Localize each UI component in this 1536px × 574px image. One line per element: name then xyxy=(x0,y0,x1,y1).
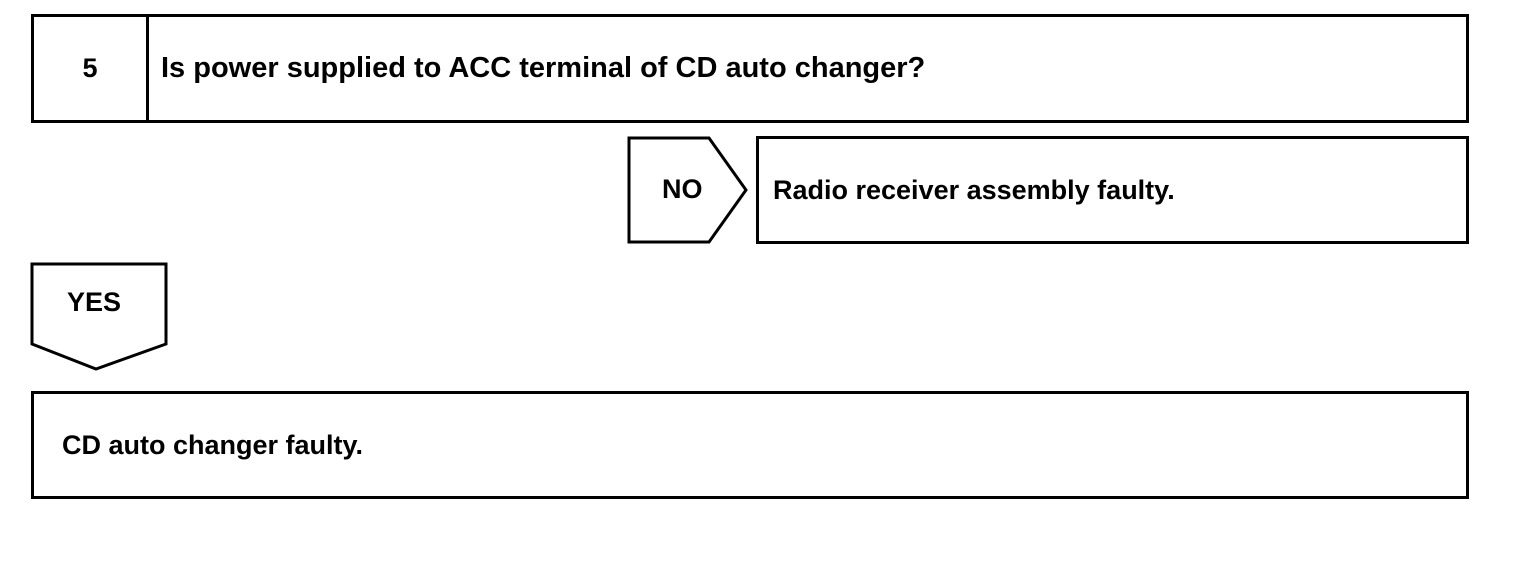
yes-result-box: CD auto changer faulty. xyxy=(31,391,1469,499)
yes-result-text: CD auto changer faulty. xyxy=(62,429,364,460)
no-result-text: Radio receiver assembly faulty. xyxy=(773,174,1175,205)
no-branch-label: NO xyxy=(662,174,703,204)
step-box: 5 Is power supplied to ACC terminal of C… xyxy=(31,14,1469,123)
step-number: 5 xyxy=(34,17,149,120)
step-question: Is power supplied to ACC terminal of CD … xyxy=(161,52,926,84)
no-branch-arrow xyxy=(627,136,748,244)
no-result-box: Radio receiver assembly faulty. xyxy=(756,136,1469,244)
yes-branch-label: YES xyxy=(67,287,122,317)
yes-branch-arrow xyxy=(30,262,168,371)
